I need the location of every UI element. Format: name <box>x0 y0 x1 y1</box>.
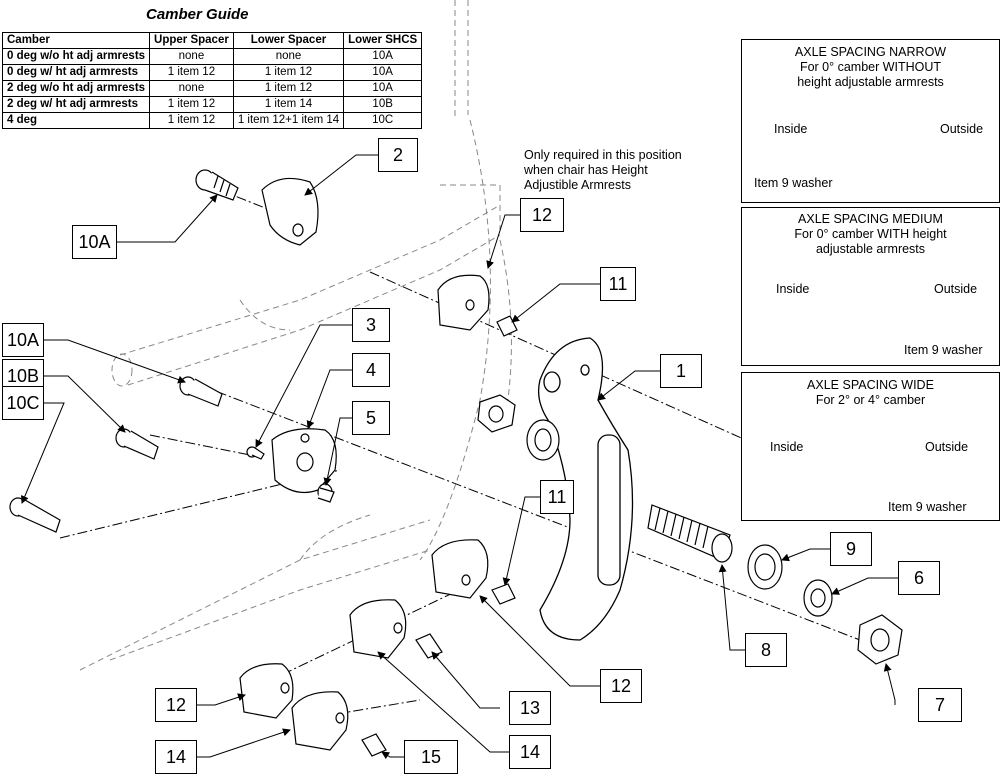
table-row: 4 deg 1 item 12 1 item 12+1 item 14 10C <box>1 112 423 129</box>
callout-13: 13 <box>509 691 551 725</box>
callout-1: 1 <box>660 354 702 388</box>
table-cell: 2 deg w/o ht adj armrests <box>1 80 151 97</box>
callout-6: 6 <box>898 561 940 595</box>
camber-guide-title: Camber Guide <box>146 6 249 23</box>
table-cell: 2 deg w/ ht adj armrests <box>1 96 151 113</box>
outside-label: Outside <box>940 122 984 136</box>
axle-nut-left <box>477 394 516 433</box>
height-adjustable-note: Only required in this position when chai… <box>524 148 682 193</box>
header-upper-spacer: Upper Spacer <box>149 32 234 49</box>
callout-7: 7 <box>918 688 962 722</box>
frame-phantom-lines <box>79 0 512 671</box>
table-cell: none <box>149 80 234 97</box>
table-cell: 0 deg w/o ht adj armrests <box>1 48 151 65</box>
washer-label: Item 9 washer <box>888 500 967 514</box>
table-cell: 10A <box>343 80 423 97</box>
table-cell: 10B <box>343 96 423 113</box>
callout-9: 9 <box>830 532 872 566</box>
callout-5: 5 <box>352 401 390 435</box>
callout-3: 3 <box>352 308 390 342</box>
panel-title: AXLE SPACING MEDIUM <box>798 212 943 226</box>
table-cell: 1 item 12 <box>149 96 234 113</box>
inside-label: Inside <box>776 282 810 296</box>
panel-axle-spacing-narrow: AXLE SPACING NARROW For 0° camber WITHOU… <box>741 39 1000 203</box>
bolt-10b <box>115 428 159 460</box>
callout-10c: 10C <box>2 386 44 420</box>
washer-part-9 <box>747 544 783 590</box>
table-row: 0 deg w/ ht adj armrests 1 item 12 1 ite… <box>1 64 423 81</box>
table-cell: none <box>232 48 345 65</box>
panel-axle-spacing-wide: AXLE SPACING WIDE For 2° or 4° camber In… <box>741 372 1000 521</box>
washer-label: Item 9 washer <box>754 176 833 190</box>
bolt-10a-top <box>195 169 239 201</box>
panel-subtitle: For 0° camber WITHOUT <box>799 60 942 74</box>
axle-part-8 <box>647 504 733 563</box>
callout-10a: 10A <box>2 323 44 357</box>
screw-part-3 <box>246 446 265 460</box>
callout-14-right: 14 <box>509 735 551 769</box>
outside-label: Outside <box>925 440 969 454</box>
table-cell: 1 item 12 <box>149 112 234 129</box>
panel-subtitle: adjustable armrests <box>815 242 926 256</box>
axle-plate-part-1 <box>537 337 634 641</box>
callout-12-bottom: 12 <box>155 688 197 722</box>
inside-label: Inside <box>774 122 808 136</box>
table-header-row: Camber Upper Spacer Lower Spacer Lower S… <box>1 32 423 49</box>
table-cell: 1 item 14 <box>232 96 345 113</box>
table-cell: 1 item 12+1 item 14 <box>232 112 345 129</box>
panel-subtitle: height adjustable armrests <box>797 75 944 89</box>
upper-spacer-12 <box>437 274 490 331</box>
bolt-10a <box>179 376 223 407</box>
table-cell: 1 item 12 <box>232 80 345 97</box>
table-cell: 4 deg <box>1 112 151 129</box>
lockwasher-part-6 <box>803 579 833 617</box>
table-row: 0 deg w/o ht adj armrests none none 10A <box>1 48 423 65</box>
table-cell: 0 deg w/ ht adj armrests <box>1 64 151 81</box>
table-cell: 10C <box>343 112 423 129</box>
table-cell: 10A <box>343 48 423 65</box>
nut-part-5 <box>317 483 335 503</box>
callout-4: 4 <box>352 353 390 387</box>
header-camber: Camber <box>1 32 151 49</box>
table-cell: 1 item 12 <box>149 64 234 81</box>
callout-11-mid: 11 <box>540 480 574 514</box>
camber-guide-table: Camber Upper Spacer Lower Spacer Lower S… <box>1 32 423 129</box>
callout-14-left: 14 <box>155 740 197 774</box>
washer-left <box>526 419 560 461</box>
note-line: Only required in this position <box>524 148 682 162</box>
inside-label: Inside <box>770 440 804 454</box>
header-lower-spacer: Lower Spacer <box>232 32 345 49</box>
header-lower-shcs: Lower SHCS <box>343 32 423 49</box>
panel-subtitle: For 2° or 4° camber <box>815 393 926 407</box>
table-row: 2 deg w/ ht adj armrests 1 item 12 1 ite… <box>1 96 423 113</box>
callout-12-right: 12 <box>600 669 642 703</box>
note-line: when chair has Height <box>524 163 648 177</box>
panel-axle-spacing-medium: AXLE SPACING MEDIUM For 0° camber WITH h… <box>741 207 1000 366</box>
upper-dowel-11 <box>496 315 518 337</box>
table-cell: none <box>149 48 234 65</box>
panel-title: AXLE SPACING NARROW <box>794 45 947 59</box>
table-row: 2 deg w/o ht adj armrests none 1 item 12… <box>1 80 423 97</box>
lower-spacers <box>239 539 489 751</box>
table-cell: 10A <box>343 64 423 81</box>
outside-label: Outside <box>934 282 978 296</box>
bolt-10c <box>9 497 61 533</box>
leader-lines <box>21 154 898 760</box>
clamp-part-2 <box>261 177 319 246</box>
callout-12-top: 12 <box>520 198 564 232</box>
callout-8: 8 <box>745 633 787 667</box>
callout-2: 2 <box>378 138 418 172</box>
note-line: Adjustible Armrests <box>524 178 631 192</box>
nut-part-7 <box>857 614 903 665</box>
washer-label: Item 9 washer <box>904 343 983 357</box>
panel-subtitle: For 0° camber WITH height <box>794 227 947 241</box>
bracket-part-4 <box>271 428 337 493</box>
table-cell: 1 item 12 <box>232 64 345 81</box>
callout-11-top: 11 <box>600 267 636 301</box>
callout-10a-top: 10A <box>72 225 117 259</box>
panel-title: AXLE SPACING WIDE <box>807 378 934 392</box>
callout-15: 15 <box>404 740 458 774</box>
